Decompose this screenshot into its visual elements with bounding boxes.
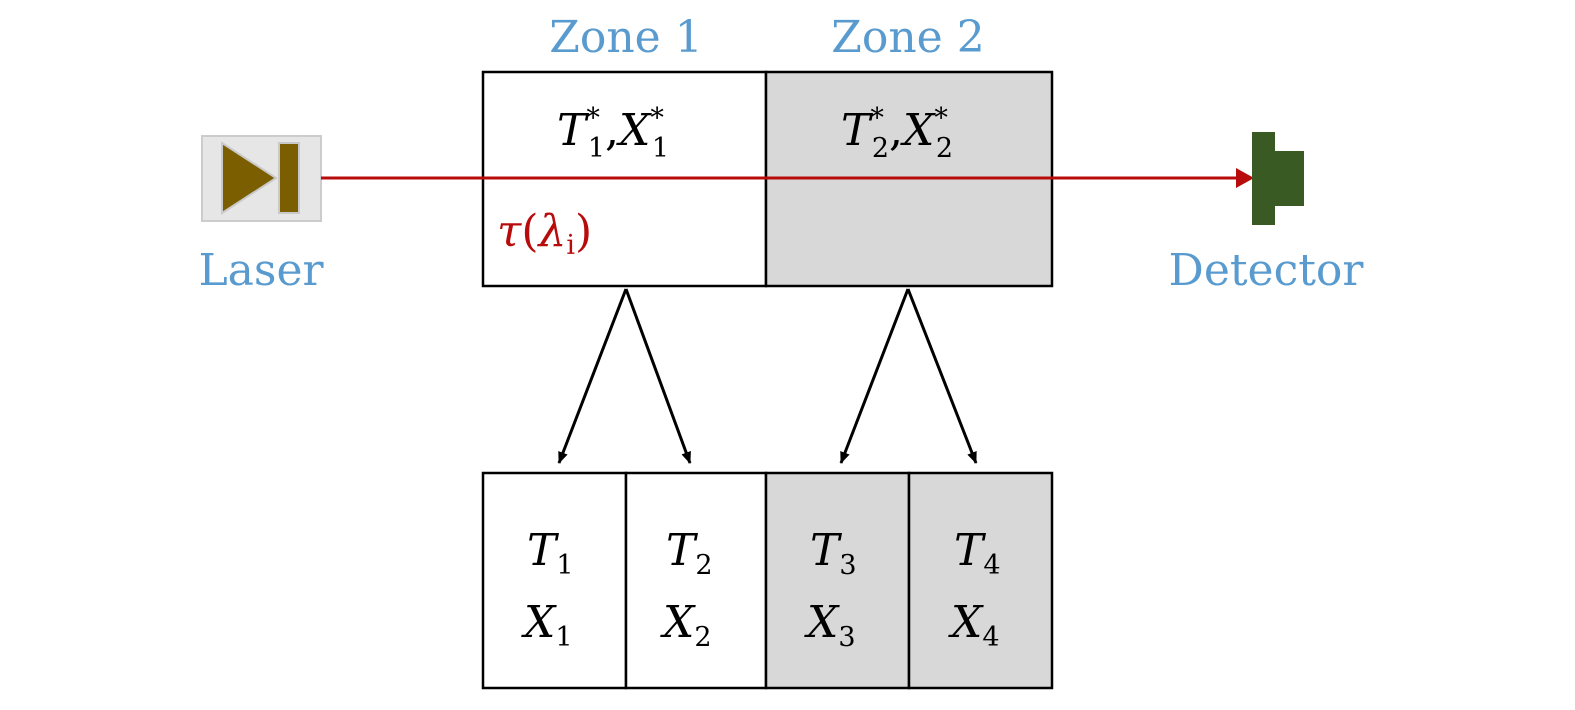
- zone-1-T-sup: *: [586, 103, 600, 134]
- beam-arrowhead: [1236, 168, 1254, 188]
- zone-2-label: Zone 2: [831, 12, 984, 63]
- zone-1-state: T*1,X*1: [557, 103, 669, 164]
- laser-icon: [201, 135, 322, 222]
- cell-2-T: T2: [666, 525, 713, 581]
- detector-icon: [1252, 132, 1304, 225]
- zone-2-T: T: [841, 105, 874, 156]
- zone-2-state: T*2,X*2: [841, 103, 953, 164]
- zone-2-X: X: [900, 105, 936, 156]
- transmittance-label: τ(λi): [497, 206, 592, 261]
- cell-4-box: [907, 471, 1054, 690]
- zone-1-X: X: [616, 105, 652, 156]
- arrow-zone1-to-cell1: [557, 288, 628, 464]
- lambda-symbol: λ: [537, 206, 567, 257]
- tau-symbol: τ: [497, 206, 522, 257]
- zone-1-sep: ,: [605, 105, 619, 156]
- cell-1-box: [481, 471, 628, 690]
- arrow-zone2-to-cell3: [839, 288, 910, 464]
- cell-3-T: T3: [810, 525, 857, 581]
- detector-label: Detector: [1169, 245, 1365, 296]
- zone-1-X-sub: 1: [652, 133, 669, 164]
- zone-2-X-sub: 2: [936, 133, 953, 164]
- arrow-zone2-to-cell4: [906, 288, 978, 464]
- zone-1-T: T: [557, 105, 590, 156]
- zone-1-label: Zone 1: [549, 12, 702, 63]
- cell-1-X: X1: [521, 597, 573, 653]
- laser-label: Laser: [198, 245, 324, 296]
- cell-1-T: T1: [527, 525, 574, 581]
- zone-2-T-sup: *: [870, 103, 884, 134]
- tau-open-paren: (: [521, 206, 538, 257]
- cell-3-box: [764, 471, 911, 690]
- zone-1-T-sub: 1: [588, 133, 605, 164]
- arrow-zone1-to-cell2: [624, 288, 692, 464]
- zone-1-X-sup: *: [650, 103, 664, 134]
- lambda-sub: i: [566, 230, 575, 261]
- tau-close-paren: ): [575, 206, 592, 257]
- zone-2-sep: ,: [889, 105, 903, 156]
- zone-2-T-sub: 2: [872, 133, 889, 164]
- cell-2-X: X2: [660, 597, 712, 653]
- cell-4-X: X4: [948, 597, 1000, 653]
- cell-3-X: X3: [804, 597, 856, 653]
- cell-4-T: T4: [954, 525, 1001, 581]
- zone-2-X-sup: *: [934, 103, 948, 134]
- cell-2-box: [624, 471, 768, 690]
